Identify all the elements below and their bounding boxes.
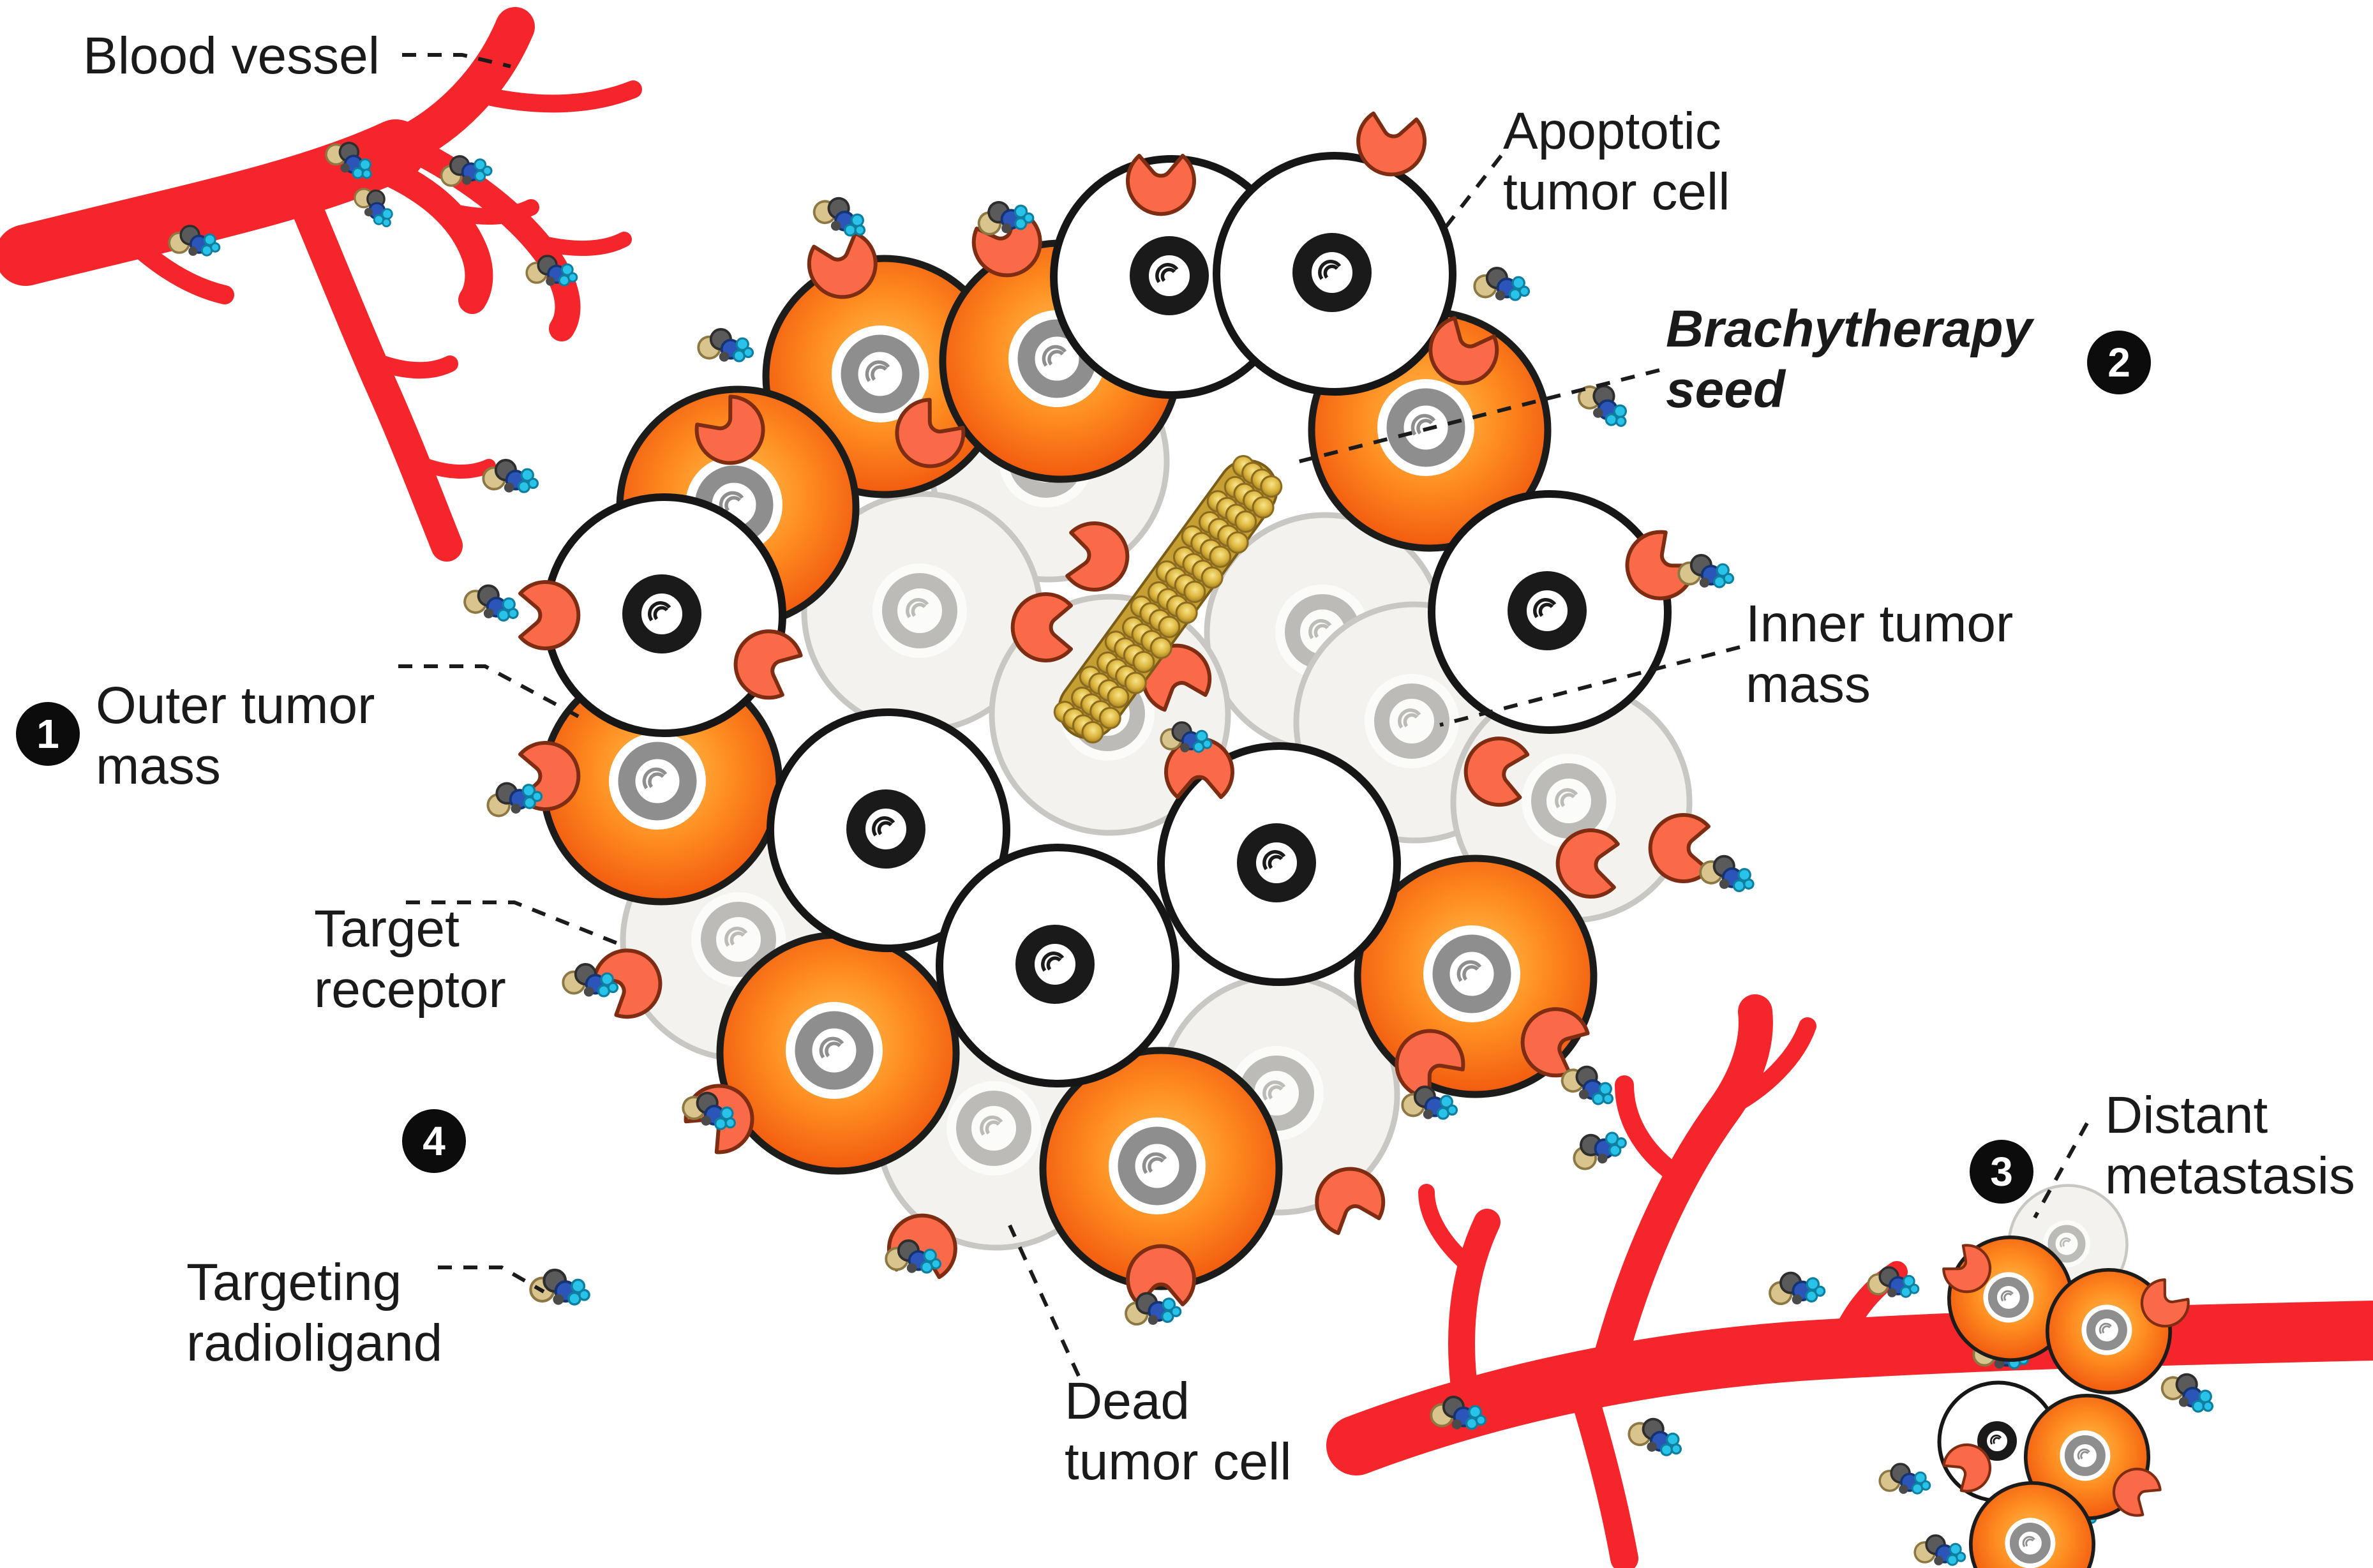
leader-brachytherapy-seed <box>1291 368 1660 465</box>
tumor-cell-apoptotic <box>1432 494 1668 730</box>
radioligand-icon <box>461 580 523 625</box>
label-text: mass <box>1746 655 1871 714</box>
label-text: metastasis <box>2105 1147 2355 1206</box>
label-outer-tumor-mass: Outer tumor mass <box>96 675 375 796</box>
label-inner-tumor-mass: Inner tumor mass <box>1746 594 2013 715</box>
tumor-cell-apoptotic <box>1161 746 1397 982</box>
label-apoptotic-tumor-cell: Apoptotic tumor cell <box>1503 101 1730 222</box>
label-text: Brachytherapy <box>1666 300 2033 358</box>
label-blood-vessel: Blood vessel <box>83 26 380 86</box>
leader-distant-metastasis <box>2033 1122 2089 1219</box>
radioligand-icon <box>481 772 546 824</box>
label-text: radioligand <box>186 1314 443 1373</box>
target-receptor-icon <box>1128 1246 1194 1304</box>
radioligand-icon <box>1913 1534 1966 1567</box>
label-text: Target <box>314 900 460 958</box>
label-text: Apoptotic <box>1503 102 1721 160</box>
radioligand-icon <box>697 328 754 363</box>
leader-apoptotic <box>1437 154 1503 237</box>
label-text: Targeting <box>186 1253 402 1311</box>
radioligand-icon <box>1765 1266 1827 1310</box>
badge-number: 2 <box>2107 340 2130 385</box>
radioligand-icon <box>809 190 874 242</box>
label-text: mass <box>96 737 221 796</box>
leader-outer-tumor-mass <box>398 664 588 723</box>
radioligand-icon <box>2157 1366 2222 1418</box>
badge-3: 3 <box>1970 1140 2033 1204</box>
label-text: Distant <box>2105 1086 2268 1144</box>
badge-2: 2 <box>2087 331 2151 394</box>
tumor-cell-apoptotic <box>546 497 782 733</box>
label-dead-tumor-cell: Dead tumor cell <box>1065 1371 1291 1492</box>
label-text: seed <box>1666 361 1785 419</box>
radioligand-icon <box>1473 267 1531 302</box>
label-text: receptor <box>314 960 506 1019</box>
badge-number: 1 <box>36 711 59 757</box>
tumor-cell-apoptotic <box>1216 156 1453 392</box>
label-brachytherapy-seed: Brachytherapy seed <box>1666 299 2032 420</box>
distant-metastasis-cluster <box>1913 1186 2194 1568</box>
brachytherapy-seed <box>1049 451 1287 748</box>
radioligand-icon <box>525 255 578 287</box>
badge-4: 4 <box>402 1109 466 1173</box>
label-target-receptor: Target receptor <box>314 899 506 1020</box>
label-text: Inner tumor <box>1746 595 2014 653</box>
leader-inner-tumor-mass <box>1439 645 1740 727</box>
blood-vessel <box>0 7 642 562</box>
label-targeting-radioligand: Targeting radioligand <box>186 1252 442 1373</box>
radioligand-icon <box>1696 851 1759 895</box>
radioligand-icon <box>1624 1412 1688 1461</box>
blood-vessel-distant <box>1326 994 2373 1568</box>
tumor-cell-apoptotic <box>939 847 1176 1084</box>
leader-dead-tumor-cell <box>1008 1224 1081 1377</box>
label-distant-metastasis: Distant metastasis <box>2105 1085 2355 1206</box>
target-receptor-icon <box>520 582 578 648</box>
radioligand-icon <box>1867 1266 1920 1299</box>
radioligand-icon <box>1878 1463 1931 1495</box>
leader-blood-vessel <box>402 53 511 68</box>
label-text: Blood vessel <box>83 27 380 85</box>
badge-1: 1 <box>16 702 80 766</box>
leader-targeting-radioligand <box>438 1266 545 1294</box>
badge-number: 3 <box>1990 1149 2013 1195</box>
radioligand-icon <box>1565 1119 1631 1177</box>
leader-lines <box>398 53 2089 1377</box>
tumor-cell-viable <box>720 935 956 1171</box>
label-text: Outer tumor <box>96 676 375 735</box>
badge-number: 4 <box>423 1118 445 1164</box>
leader-target-receptor <box>406 900 622 946</box>
label-text: tumor cell <box>1065 1433 1292 1491</box>
label-text: tumor cell <box>1503 163 1730 221</box>
radioligand-icon <box>1677 554 1735 589</box>
label-text: Dead <box>1065 1372 1190 1430</box>
